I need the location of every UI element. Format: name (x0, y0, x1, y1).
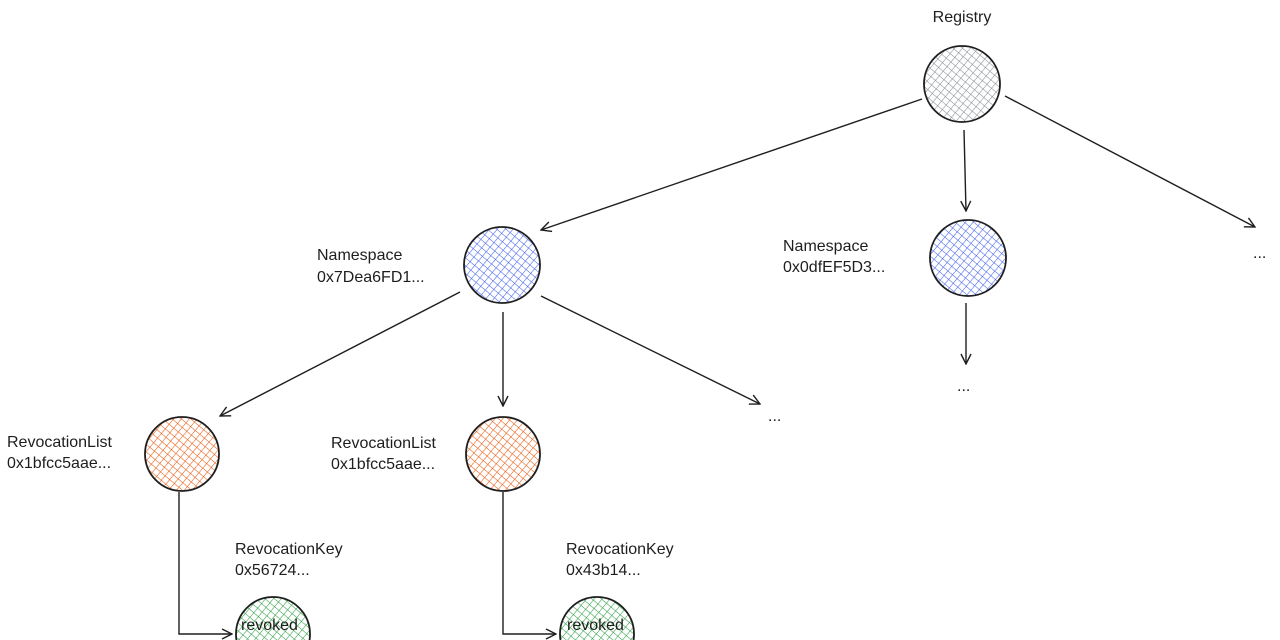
revocation-list-a-label: RevocationList (7, 434, 113, 451)
revocation-key-a-label: RevocationKey (235, 541, 343, 558)
namespace-a-label: Namespace (317, 247, 402, 264)
revocation-key-b-address: 0x43b14... (566, 562, 641, 579)
revocation-list-a-address: 0x1bfcc5aae... (7, 455, 111, 472)
edge-list-a-to-key-a (178, 492, 232, 634)
edge-namespace-a-to-list-a (220, 291, 461, 416)
edge-registry-to-namespace-b (964, 129, 966, 211)
revocation-list-node-a: RevocationList 0x1bfcc5aae... (7, 416, 220, 492)
registry-more-ellipsis: ... (1253, 245, 1266, 262)
registry-label: Registry (933, 9, 992, 26)
namespace-node-b: Namespace 0x0dfEF5D3... (783, 219, 1007, 297)
edge-registry-to-namespace-a (541, 98, 923, 230)
namespace-node-a: Namespace 0x7Dea6FD1... (317, 226, 541, 304)
revocation-key-b-state: revoked (567, 617, 624, 634)
revocation-key-a-circle (236, 597, 310, 640)
revocation-list-node-b: RevocationList 0x1bfcc5aae... (331, 416, 541, 492)
revocation-list-b-label: RevocationList (331, 435, 437, 452)
edge-list-b-to-key-b (502, 492, 556, 634)
edge-registry-to-more (1004, 95, 1255, 227)
revocation-key-node-a: RevocationKey 0x56724... revoked (235, 541, 343, 640)
revocation-list-b-circle (466, 417, 540, 491)
revocation-list-b-address: 0x1bfcc5aae... (331, 456, 435, 473)
revocation-key-a-address: 0x56724... (235, 562, 310, 579)
registry-circle (924, 46, 1000, 122)
namespace-b-circle (930, 220, 1006, 296)
revocation-key-a-state: revoked (241, 617, 298, 634)
namespace-a-more-ellipsis: ... (768, 408, 781, 425)
namespace-a-address: 0x7Dea6FD1... (317, 269, 425, 286)
revocation-key-b-label: RevocationKey (566, 541, 674, 558)
registry-node: Registry (923, 9, 1001, 123)
namespace-b-label: Namespace (783, 238, 868, 255)
namespace-b-more-ellipsis: ... (957, 378, 970, 395)
edge-namespace-a-to-more (540, 295, 760, 404)
namespace-b-address: 0x0dfEF5D3... (783, 259, 885, 276)
revocation-key-b-circle (560, 597, 634, 640)
namespace-a-circle (464, 227, 540, 303)
revocation-key-node-b: RevocationKey 0x43b14... revoked (559, 541, 674, 640)
revocation-list-a-circle (145, 417, 219, 491)
edges (178, 95, 1255, 634)
